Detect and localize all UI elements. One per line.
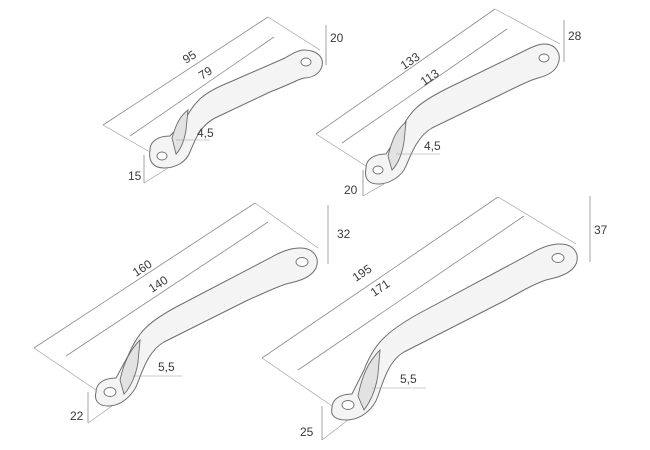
handle-4-body (331, 243, 578, 421)
handle-1-hole-label: 4,5 (197, 126, 214, 140)
handle-4-ext-line-b (497, 196, 577, 245)
handle-3-centers-dimline (65, 221, 269, 357)
handle-2: 133 113 28 4,5 20 (315, 8, 582, 197)
handle-1-overall-dimline (102, 16, 269, 126)
handle-2-hole-left (372, 165, 384, 175)
handle-2-height-label: 28 (568, 29, 582, 43)
handle-2-overall-label: 133 (398, 50, 423, 73)
handle-1-hole-right (300, 57, 312, 67)
handle-2-centers-dimline (341, 28, 508, 144)
handle-3-overall-label: 160 (130, 257, 155, 280)
handle-3-hole-left (103, 387, 117, 397)
handle-4-hole-right (551, 253, 565, 263)
handle-1-hole-left (156, 151, 168, 161)
handle-3-hole-label: 5,5 (158, 360, 175, 374)
handle-4-ext-line-a (261, 357, 333, 407)
handle-2-overall-dimline (315, 8, 496, 135)
handle-2-grip-face (387, 120, 407, 171)
handle-1-body (149, 49, 323, 169)
handle-1: 95 79 20 4,5 15 (102, 16, 344, 184)
handle-2-body (365, 43, 560, 185)
handle-3-overall-dimline (33, 202, 256, 349)
handle-4: 195 171 37 5,5 25 (261, 196, 608, 441)
handle-4-hole-left (341, 400, 355, 410)
handle-3-ext-line-a (33, 347, 97, 391)
handle-1-ext-line-a (102, 124, 151, 153)
handle-3-grip-face (119, 338, 141, 395)
handle-4-centers-label: 171 (368, 277, 393, 300)
handle-4-base-label: 25 (300, 425, 314, 439)
handle-2-ext-line-a (315, 133, 367, 167)
handle-3-body (95, 247, 318, 407)
handle-2-centers-label: 113 (418, 66, 442, 88)
handle-4-ext-line-d (321, 419, 349, 441)
handle-2-hole-right (538, 53, 550, 63)
handle-4-overall-label: 195 (350, 262, 375, 285)
handle-4-height-label: 37 (594, 223, 608, 237)
handle-4-hole-label: 5,5 (400, 372, 417, 386)
handle-3: 160 140 32 5,5 22 (33, 202, 351, 424)
handle-4-centers-dimline (297, 215, 525, 371)
handle-3-centers-label: 140 (146, 273, 171, 296)
handle-3-base-label: 22 (70, 409, 84, 423)
handle-3-hole-right (295, 257, 309, 267)
handle-1-height-label: 20 (330, 31, 344, 45)
handle-2-ext-line-d (362, 183, 385, 197)
handle-1-ext-line-b (267, 16, 321, 51)
handle-3-ext-line-b (254, 202, 319, 249)
handle-3-height-label: 32 (337, 227, 351, 241)
handle-1-grip-face (171, 109, 189, 155)
handle-2-ext-line-b (494, 8, 561, 45)
handle-4-grip-face (357, 348, 381, 411)
handle-1-centers-dimline (129, 36, 275, 137)
handle-2-base-label: 20 (344, 183, 358, 197)
handle-1-ext-line-d (143, 167, 169, 184)
handle-1-base-label: 15 (128, 169, 142, 183)
handle-2-hole-label: 4,5 (424, 139, 441, 153)
handle-4-overall-dimline (261, 196, 499, 359)
handle-3-ext-line-d (87, 405, 113, 424)
